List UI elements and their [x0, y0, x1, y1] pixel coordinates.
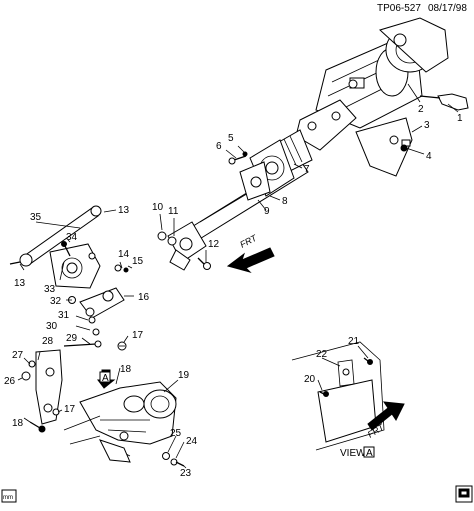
- bracket-28: [35, 349, 63, 425]
- callout-25: 25: [170, 428, 182, 439]
- view-a-arrow: A: [97, 369, 116, 389]
- nut-and-washer: [157, 231, 177, 246]
- nut-17-upper: [117, 341, 127, 351]
- steering-gear-box: [79, 381, 177, 445]
- callout-22: 22: [316, 349, 328, 360]
- callout-18-lower: 18: [12, 418, 24, 429]
- callout-14: 14: [118, 249, 130, 260]
- pinch-bolt: [228, 151, 248, 165]
- shaft-bolt: [197, 257, 211, 270]
- callout-33: 33: [44, 284, 56, 295]
- leader-lines: [17, 83, 459, 469]
- callout-34: 34: [66, 232, 78, 243]
- idler-arm-assembly: [49, 243, 101, 289]
- intermediate-shaft: [167, 129, 313, 271]
- callout-19: 19: [178, 370, 190, 381]
- pitman-arm: [79, 287, 125, 319]
- callout-3: 3: [424, 120, 430, 131]
- idler-bolt: [61, 241, 71, 257]
- callout-7: 7: [304, 164, 310, 175]
- nuts-26-27: [21, 360, 36, 381]
- callout-31: 31: [58, 310, 70, 321]
- bolt-29: [63, 340, 102, 348]
- callout-32: 32: [50, 296, 62, 307]
- callout-6: 6: [216, 141, 222, 152]
- callout-5: 5: [228, 133, 234, 144]
- support-bracket: [355, 117, 413, 177]
- callout-23: 23: [180, 468, 192, 479]
- callout-13-top: 13: [118, 205, 130, 216]
- callout-2: 2: [418, 104, 424, 115]
- front-direction-arrow: FRT: [226, 232, 275, 273]
- callout-29: 29: [66, 333, 78, 344]
- callout-20: 20: [304, 374, 316, 385]
- lower-bracket: [63, 415, 131, 463]
- callout-4: 4: [426, 151, 432, 162]
- footer-tag: mm: [1, 489, 17, 503]
- nut-17-lower: [52, 408, 60, 416]
- tilt-lever: [419, 93, 469, 111]
- washers-30-31: [88, 316, 100, 336]
- callout-12: 12: [208, 239, 220, 250]
- diagram-date: 08/17/98: [428, 3, 467, 14]
- callout-8: 8: [282, 196, 288, 207]
- callout-16: 16: [138, 292, 150, 303]
- callout-17-upper: 17: [132, 330, 144, 341]
- callout-24: 24: [186, 436, 198, 447]
- pitman-fasteners: [114, 264, 129, 273]
- callout-18-upper: 18: [120, 364, 132, 375]
- callout-10: 10: [152, 202, 164, 213]
- callout-21: 21: [348, 336, 360, 347]
- callout-27: 27: [12, 350, 24, 361]
- callout-35: 35: [30, 212, 42, 223]
- footer-mm-tag: mm: [3, 495, 13, 501]
- callout-15: 15: [132, 256, 144, 267]
- footer-icon: [455, 485, 473, 503]
- bolts-23-24-25: [162, 452, 185, 467]
- view-label-text: VIEW: [340, 448, 366, 459]
- callout-30: 30: [46, 321, 58, 332]
- callout-1: 1: [457, 113, 463, 124]
- callout-17-lower: 17: [64, 404, 76, 415]
- diagram-ref-number: TP06-527: [377, 3, 421, 14]
- callout-26: 26: [4, 376, 16, 387]
- view-a-inset: [291, 341, 385, 451]
- frt-label: FRT: [238, 232, 259, 250]
- callout-13-left: 13: [14, 278, 26, 289]
- callout-9: 9: [264, 206, 270, 217]
- arrow-marker-letter: A: [102, 373, 109, 384]
- tie-rod: [9, 205, 102, 267]
- view-label: VIEW A: [340, 446, 375, 459]
- bolt-18-lower: [29, 421, 46, 433]
- view-label-letter: A: [366, 448, 373, 459]
- callout-numbers: 1 2 3 4 5 6 7 8 9 10 11 12 13 14 15 16 1…: [4, 104, 463, 479]
- callout-11: 11: [168, 206, 179, 217]
- callout-28: 28: [42, 336, 54, 347]
